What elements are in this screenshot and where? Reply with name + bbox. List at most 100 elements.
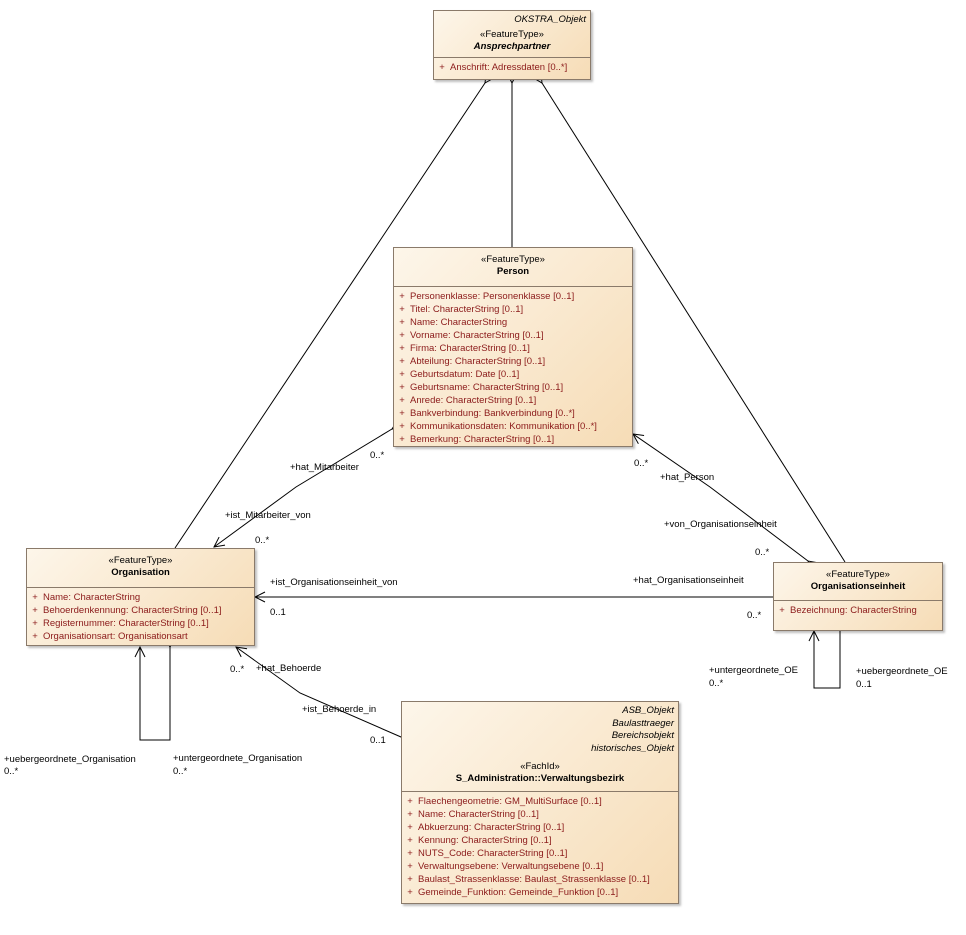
attribute-text: Firma: CharacterString [0..1] bbox=[410, 343, 530, 354]
class-header: «FachId» S_Administration::Verwaltungsbe… bbox=[402, 755, 678, 785]
attribute-text: Baulast_Strassenklasse: Baulast_Strassen… bbox=[418, 874, 650, 885]
role-von-organisationseinheit: +von_Organisationseinheit bbox=[664, 519, 777, 530]
visibility: + bbox=[407, 822, 413, 833]
role-hat-mitarbeiter: +hat_Mitarbeiter bbox=[290, 462, 359, 473]
attribute[interactable]: + Organisationsart: Organisationsart bbox=[27, 630, 254, 643]
attribute[interactable]: +Anrede: CharacterString [0..1] bbox=[394, 394, 632, 407]
mult-untergeordnete-organisation: 0..* bbox=[173, 766, 188, 777]
visibility: + bbox=[407, 796, 413, 807]
visibility: + bbox=[779, 605, 785, 616]
attribute-text: Name: CharacterString bbox=[43, 592, 141, 603]
class-verwaltungsbezirk[interactable]: ASB_Objekt Baulasttraeger Bereichsobjekt… bbox=[401, 701, 679, 904]
visibility: + bbox=[32, 631, 38, 642]
attribute-text: NUTS_Code: CharacterString [0..1] bbox=[418, 848, 568, 859]
visibility: + bbox=[399, 395, 405, 406]
attribute[interactable]: + Abkuerzung: CharacterString [0..1] bbox=[402, 821, 678, 834]
attribute-text: Name: CharacterString bbox=[410, 317, 508, 328]
visibility: + bbox=[399, 369, 405, 380]
attribute[interactable]: +Anschrift: Adressdaten [0..*] bbox=[434, 61, 590, 74]
attribute-text: Abkuerzung: CharacterString [0..1] bbox=[418, 822, 565, 833]
self-assoc-organisation bbox=[140, 647, 170, 741]
attribute[interactable]: +Vorname: CharacterString [0..1] bbox=[394, 329, 632, 342]
attribute-text: Vorname: CharacterString [0..1] bbox=[410, 330, 544, 341]
attribute-list: +Bezeichnung: CharacterString bbox=[774, 600, 942, 619]
attribute-text: Flaechengeometrie: GM_MultiSurface [0..1… bbox=[418, 796, 602, 807]
attribute[interactable]: +Kennung: CharacterString [0..1] bbox=[402, 834, 678, 847]
class-tags: OKSTRA_Objekt bbox=[434, 11, 590, 27]
visibility: + bbox=[32, 605, 38, 616]
class-organisation[interactable]: «FeatureType» Organisation +Name: Charac… bbox=[26, 548, 255, 646]
role-ist-mitarbeiter-von: +ist_Mitarbeiter_von bbox=[225, 510, 311, 521]
visibility: + bbox=[407, 887, 413, 898]
mult-ist-organisationseinheit-von: 0..1 bbox=[270, 607, 286, 618]
role-uebergeordnete-organisation: +uebergeordnete_Organisation bbox=[4, 754, 136, 765]
attribute[interactable]: +Verwaltungsebene: Verwaltungsebene [0..… bbox=[402, 860, 678, 873]
mult-ist-behoerde-in: 0..1 bbox=[370, 735, 386, 746]
mult-von-organisationseinheit: 0..* bbox=[755, 547, 770, 558]
role-untergeordnete-oe: +untergeordnete_OE bbox=[709, 665, 798, 676]
attribute-list: + Flaechengeometrie: GM_MultiSurface [0..… bbox=[402, 791, 678, 901]
mult-uebergeordnete-oe: 0..1 bbox=[856, 679, 872, 690]
tag-historisches-objekt: historisches_Objekt bbox=[591, 742, 674, 754]
attribute[interactable]: +Bankverbindung: Bankverbindung [0..*] bbox=[394, 407, 632, 420]
attribute-text: Geburtsname: CharacterString [0..1] bbox=[410, 382, 564, 393]
attribute[interactable]: +Baulast_Strassenklasse: Baulast_Strasse… bbox=[402, 873, 678, 886]
attribute-text: Kennung: CharacterString [0..1] bbox=[418, 835, 552, 846]
attribute-text: Organisationsart: Organisationsart bbox=[43, 631, 188, 642]
attribute[interactable]: +Bezeichnung: CharacterString bbox=[774, 604, 942, 617]
attribute[interactable]: +Firma: CharacterString [0..1] bbox=[394, 342, 632, 355]
mult-hat-behoerde: 0..* bbox=[230, 664, 245, 675]
visibility: + bbox=[399, 382, 405, 393]
mult-ist-mitarbeiter-von: 0..* bbox=[255, 535, 270, 546]
attribute-text: Bankverbindung: Bankverbindung [0..*] bbox=[410, 408, 575, 419]
visibility: + bbox=[407, 809, 413, 820]
attribute[interactable]: + Flaechengeometrie: GM_MultiSurface [0..… bbox=[402, 795, 678, 808]
visibility: + bbox=[399, 291, 405, 302]
mult-hat-organisationseinheit: 0..* bbox=[747, 610, 762, 621]
attribute[interactable]: +Name: CharacterString [0..1] bbox=[402, 808, 678, 821]
visibility: + bbox=[407, 848, 413, 859]
attribute[interactable]: +Abteilung: CharacterString [0..1] bbox=[394, 355, 632, 368]
visibility: + bbox=[399, 434, 405, 445]
attribute-text: Verwaltungsebene: Verwaltungsebene [0..1… bbox=[418, 861, 604, 872]
class-name: Organisation bbox=[111, 567, 170, 578]
class-name: S_Administration::Verwaltungsbezirk bbox=[455, 773, 625, 784]
attribute-text: Registernummer: CharacterString [0..1] bbox=[43, 618, 209, 629]
mult-hat-person: 0..* bbox=[634, 458, 649, 469]
attribute[interactable]: +Behoerdenkennung: CharacterString [0..1… bbox=[27, 604, 254, 617]
attribute-list: +Personenklasse: Personenklasse [0..1]+T… bbox=[394, 286, 632, 448]
stereotype: «FeatureType» bbox=[480, 28, 544, 40]
visibility: + bbox=[399, 304, 405, 315]
class-tags: ASB_Objekt Baulasttraeger Bereichsobjekt… bbox=[402, 702, 678, 755]
class-name: Organisationseinheit bbox=[810, 581, 906, 592]
attribute[interactable]: +Personenklasse: Personenklasse [0..1] bbox=[394, 290, 632, 303]
assoc-mitarbeiter bbox=[214, 429, 392, 547]
assoc-behoerde bbox=[236, 647, 401, 737]
role-ist-behoerde-in: +ist_Behoerde_in bbox=[302, 704, 377, 715]
attribute[interactable]: + Geburtsname: CharacterString [0..1] bbox=[394, 381, 632, 394]
attribute[interactable]: + Gemeinde_Funktion: Gemeinde_Funktion [0… bbox=[402, 886, 678, 899]
role-hat-organisationseinheit: +hat_Organisationseinheit bbox=[633, 575, 744, 586]
attribute[interactable]: +Titel: CharacterString [0..1] bbox=[394, 303, 632, 316]
attribute[interactable]: +Registernummer: CharacterString [0..1] bbox=[27, 617, 254, 630]
class-header: «FeatureType» Organisationseinheit bbox=[774, 563, 942, 593]
class-ansprechpartner[interactable]: OKSTRA_Objekt «FeatureType» Ansprechpart… bbox=[433, 10, 591, 80]
class-header: «FeatureType» Organisation bbox=[27, 549, 254, 579]
attribute[interactable]: + Geburtsdatum: Date [0..1] bbox=[394, 368, 632, 381]
stereotype: «FeatureType» bbox=[481, 254, 545, 265]
attribute[interactable]: +Kommunikationsdaten: Kommunikation [0..… bbox=[394, 420, 632, 433]
mult-hat-mitarbeiter: 0..* bbox=[370, 450, 385, 461]
role-ist-organisationseinheit-von: +ist_Organisationseinheit_von bbox=[270, 577, 398, 588]
visibility: + bbox=[439, 61, 445, 73]
attribute[interactable]: + NUTS_Code: CharacterString [0..1] bbox=[402, 847, 678, 860]
attribute-text: Geburtsdatum: Date [0..1] bbox=[410, 369, 520, 380]
class-organisationseinheit[interactable]: «FeatureType» Organisationseinheit +Beze… bbox=[773, 562, 943, 631]
attribute-text: Abteilung: CharacterString [0..1] bbox=[410, 356, 546, 367]
attribute[interactable]: +Name: CharacterString bbox=[394, 316, 632, 329]
attribute[interactable]: +Name: CharacterString bbox=[27, 591, 254, 604]
attribute[interactable]: +Bemerkung: CharacterString [0..1] bbox=[394, 433, 632, 446]
attribute-text: Gemeinde_Funktion: Gemeinde_Funktion [0.… bbox=[418, 887, 619, 898]
class-header: «FeatureType» Ansprechpartner bbox=[434, 27, 590, 53]
class-person[interactable]: «FeatureType» Person +Personenklasse: Pe… bbox=[393, 247, 633, 447]
